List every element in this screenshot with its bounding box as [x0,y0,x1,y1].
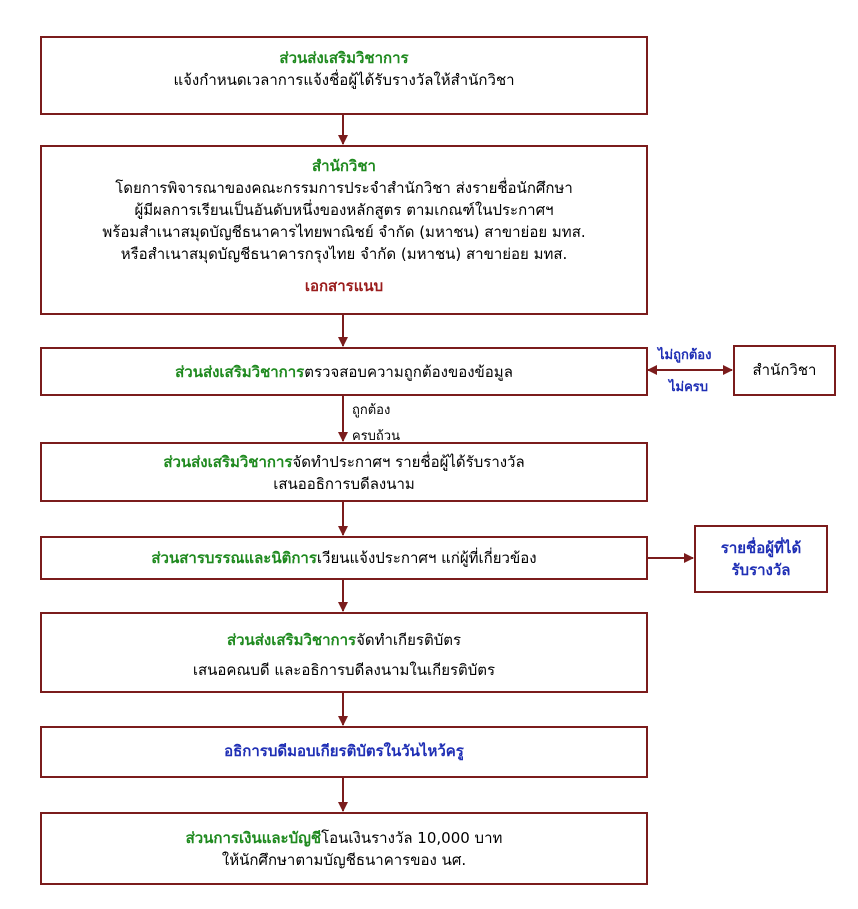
label-incomplete: ไม่ครบ [669,380,709,395]
box8-org: ส่วนการเงินและบัญชี [185,829,322,847]
box2-line-1: โดยการพิจารณาของคณะกรรมการประจำสำนักวิชา… [115,179,573,197]
box-award-ceremony: อธิการบดีมอบเกียรติบัตรในวันไหว้ครู [40,726,648,778]
box-verify-data: ส่วนส่งเสริมวิชาการตรวจสอบความถูกต้องของ… [40,347,648,396]
box2-line-2: ผู้มีผลการเรียนเป็นอันดับหนึ่งของหลักสูต… [134,201,554,219]
box2-line-4: หรือสำเนาสมุดบัญชีธนาคารกรุงไทย จำกัด (ม… [120,245,568,263]
box6-line-1: ส่วนส่งเสริมวิชาการจัดทำเกียรติบัตร [42,629,646,651]
label-correct: ถูกต้อง [352,403,391,418]
box2-line-3: พร้อมสำเนาสมุดบัญชีธนาคารไทยพาณิชย์ จำกั… [102,223,586,241]
box3-org: ส่วนส่งเสริมวิชาการ [175,363,305,381]
box4-text1: จัดทำประกาศฯ รายชื่อผู้ได้รับรางวัล [292,453,525,471]
box-circulate-announcement: ส่วนสารบรรณและนิติการเวียนแจ้งประกาศฯ แก… [40,536,648,580]
box-prepare-certificate: ส่วนส่งเสริมวิชาการจัดทำเกียรติบัตร เสนอ… [40,612,648,693]
winners-line-2: รับรางวัล [731,561,791,579]
box8-text2: ให้นักศึกษาตามบัญชีธนาคารของ นศ. [221,851,467,869]
box-announce-schedule: ส่วนส่งเสริมวิชาการ แจ้งกำหนดเวลาการแจ้ง… [40,36,648,115]
box6-text1: จัดทำเกียรติบัตร [356,631,462,649]
box-winners-list: รายชื่อผู้ที่ได้ รับรางวัล [694,525,828,593]
box-school-submission: สำนักวิชา โดยการพิจารณาของคณะกรรมการประจ… [40,145,648,315]
box-transfer-prize: ส่วนการเงินและบัญชีโอนเงินรางวัล 10,000 … [40,812,648,885]
box2-title: สำนักวิชา [312,157,376,175]
box4-text2: เสนออธิการบดีลงนาม [273,475,415,493]
box8-text1: โอนเงินรางวัล 10,000 บาท [321,829,503,847]
winners-line-1: รายชื่อผู้ที่ได้ [720,539,802,557]
box1-text: แจ้งกำหนดเวลาการแจ้งชื่อผู้ได้รับรางวัลใ… [173,71,515,89]
box1-title: ส่วนส่งเสริมวิชาการ [279,49,409,67]
box7-text: อธิการบดีมอบเกียรติบัตรในวันไหว้ครู [224,742,464,760]
box5-text: เวียนแจ้งประกาศฯ แก่ผู้ที่เกี่ยวข้อง [316,549,537,567]
box-side-school: สำนักวิชา [733,345,836,396]
label-complete: ครบถ้วน [352,429,400,444]
box4-org: ส่วนส่งเสริมวิชาการ [163,453,293,471]
box-prepare-announcement: ส่วนส่งเสริมวิชาการจัดทำประกาศฯ รายชื่อผ… [40,442,648,502]
box2-attachment: เอกสารแนบ [304,277,384,295]
box3-text: ตรวจสอบความถูกต้องของข้อมูล [304,363,513,381]
box6-text2: เสนอคณบดี และอธิการบดีลงนามในเกียรติบัตร [192,661,496,679]
label-incorrect: ไม่ถูกต้อง [658,348,712,363]
box4-line-1: ส่วนส่งเสริมวิชาการจัดทำประกาศฯ รายชื่อผ… [42,451,646,473]
box8-line-1: ส่วนการเงินและบัญชีโอนเงินรางวัล 10,000 … [42,827,646,849]
box6-org: ส่วนส่งเสริมวิชาการ [226,631,357,649]
side-box-text: สำนักวิชา [752,361,817,379]
box5-org: ส่วนสารบรรณและนิติการ [151,549,317,567]
